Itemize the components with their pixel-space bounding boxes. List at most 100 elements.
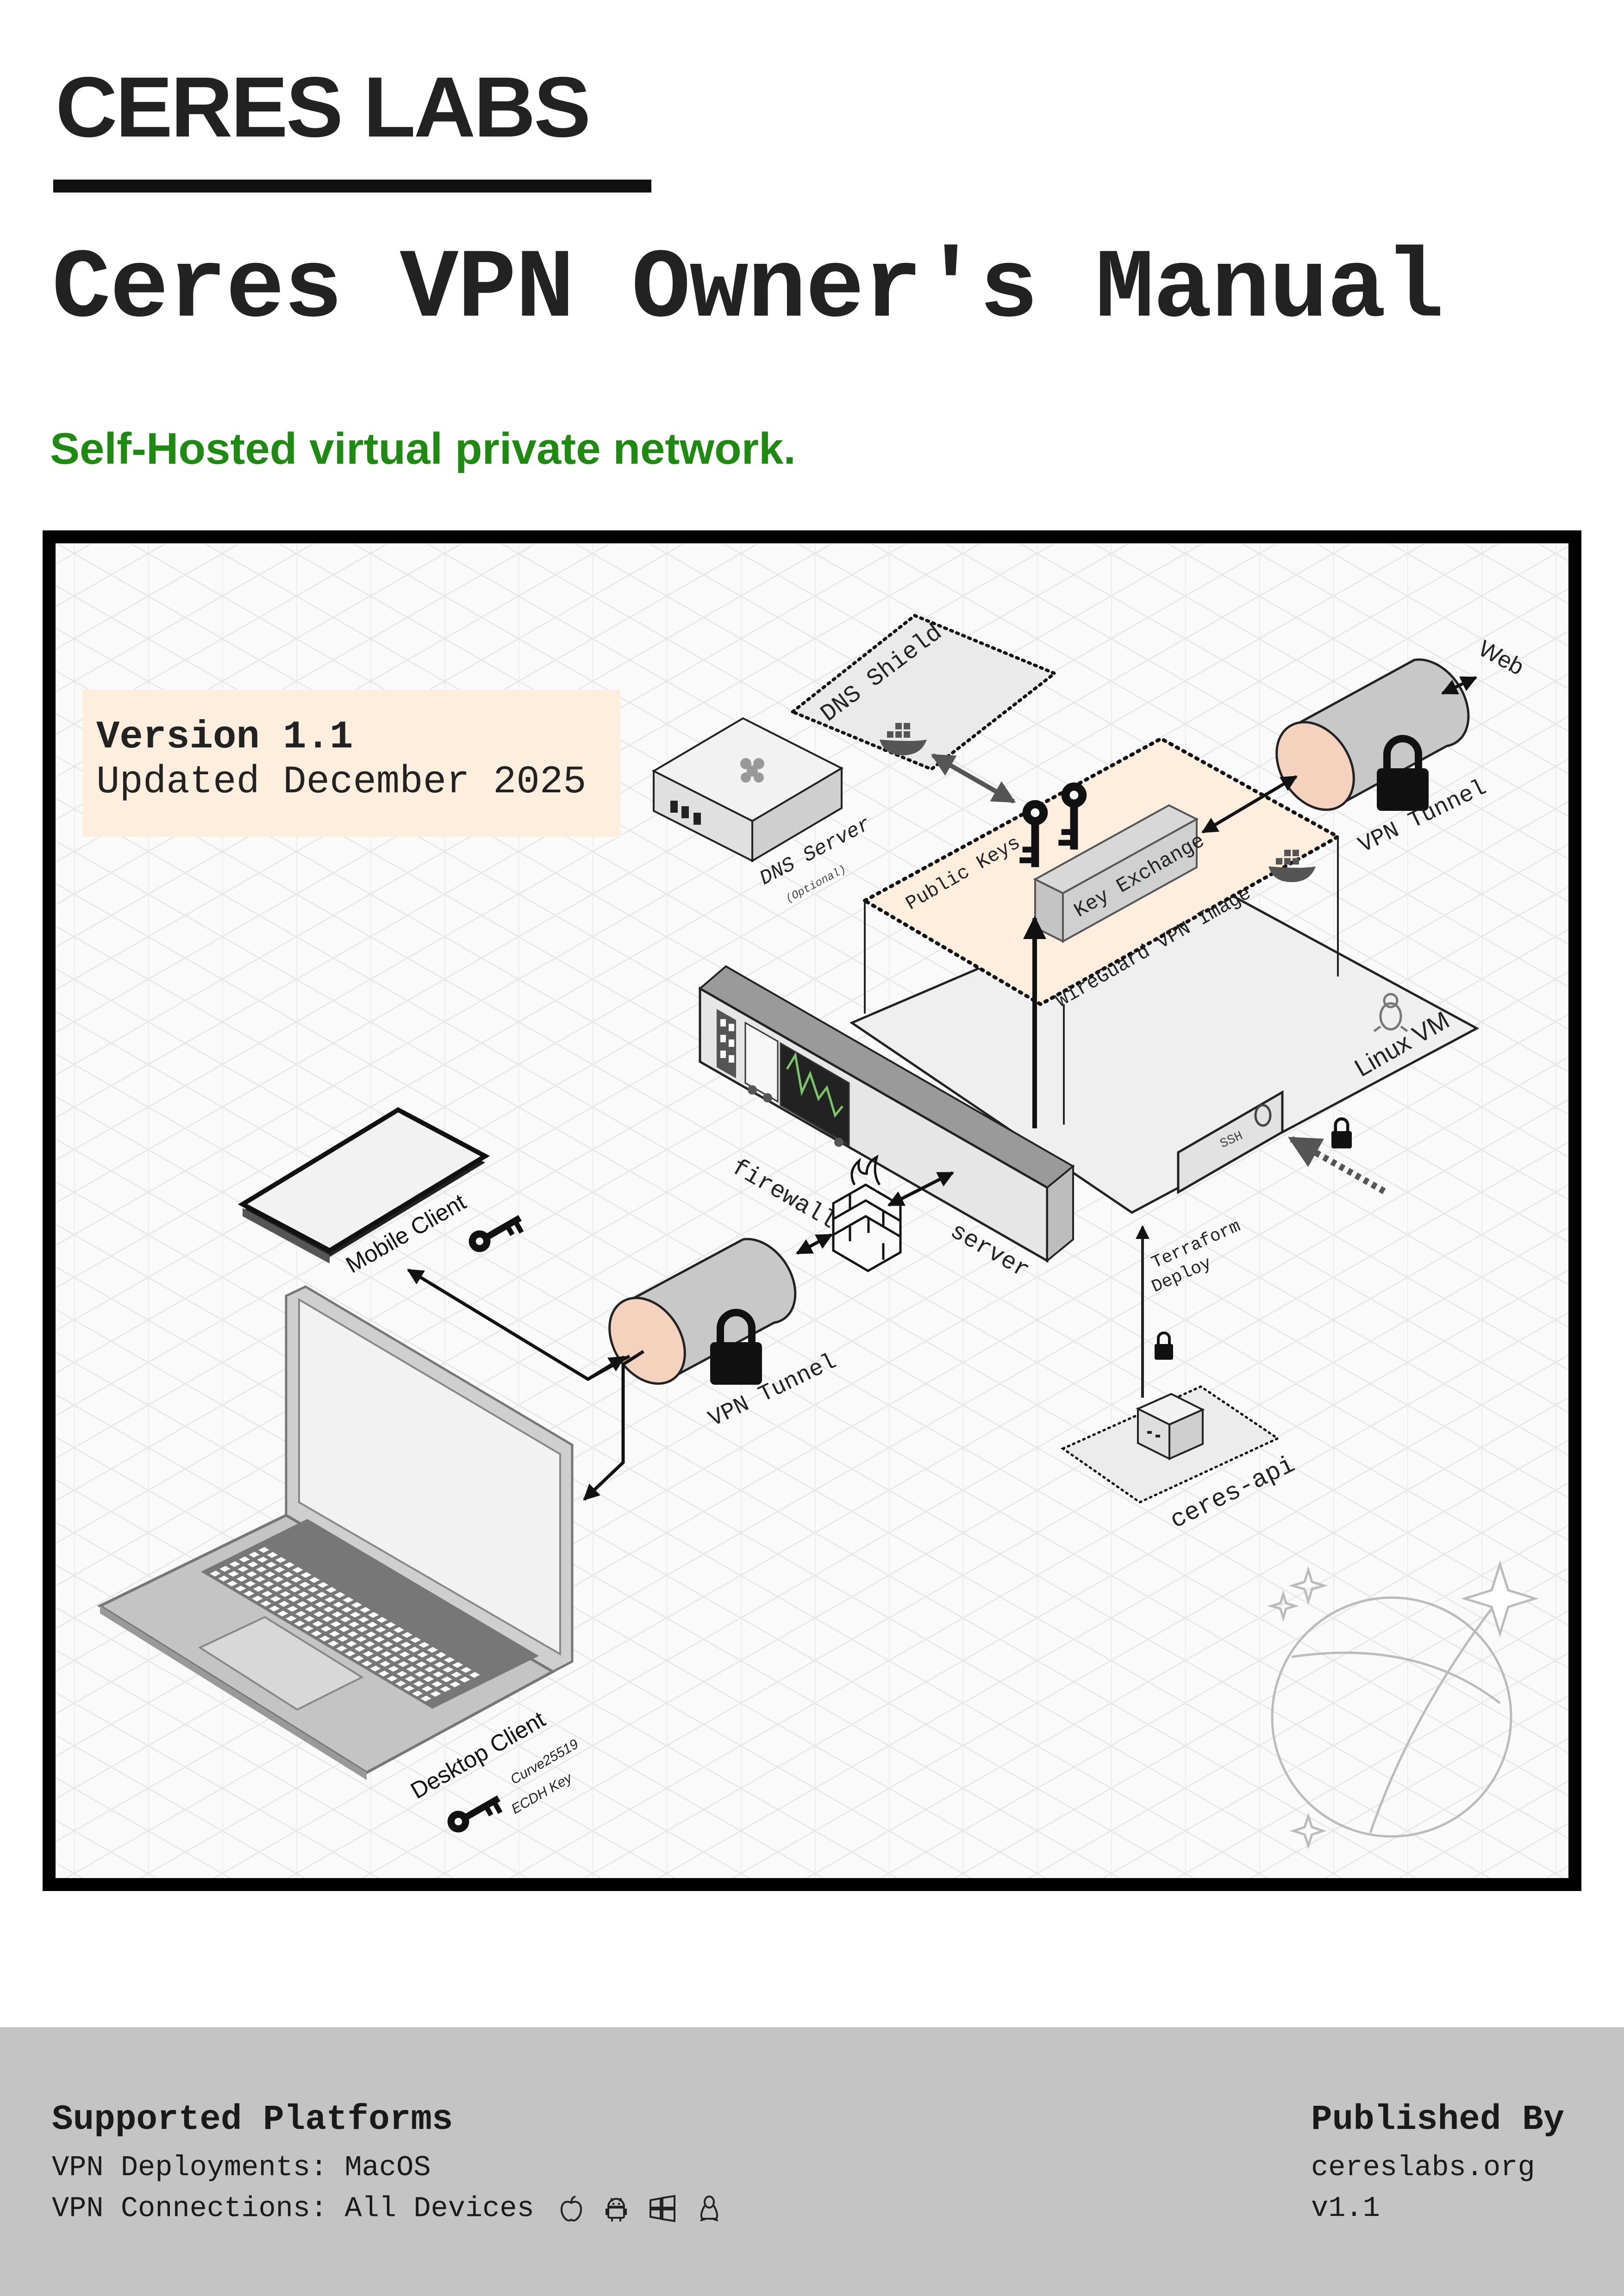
keyboard-key [284,1604,301,1613]
key-exchange-tunnel-arrow [1201,775,1298,834]
keyboard-key [437,1684,454,1694]
keyboard-key [225,1569,242,1579]
keyboard-key [326,1629,343,1638]
keyboard-key [253,1565,270,1574]
ssh-port: SSH [1177,1090,1284,1195]
keyboard-key [275,1599,293,1609]
keyboard-key [249,1594,266,1603]
keyboard-key [306,1575,323,1585]
brand-name: CERES LABS [56,60,591,155]
keyboard-key [384,1674,401,1683]
keyboard [201,1519,539,1709]
keyboard-key [287,1575,305,1584]
document-title: Ceres VPN Owner's Manual [52,234,1444,345]
keyboard-key [282,1614,300,1623]
firewall-wall-icon [832,1154,902,1272]
keyboard-key [330,1600,347,1609]
keyboard-key [260,1580,277,1589]
keyboard-key [413,1660,430,1669]
dns-shield-keys-arrow [931,753,1016,804]
brand-underline [53,180,651,193]
keyboard-key [226,1559,244,1569]
updated-label: Updated December 2025 [96,760,587,804]
keyboard-key [339,1595,357,1605]
keyboard-key [269,1574,287,1584]
keyboard-key [362,1630,380,1639]
keyboard-key [456,1675,474,1684]
keyboard-key [258,1589,276,1599]
keyboard-key [381,1620,399,1630]
keyboard-key [334,1634,351,1643]
keyboard-key [420,1674,437,1684]
keyboard-key [368,1654,385,1663]
keyboard-key [289,1565,306,1574]
keyboard-key [323,1585,340,1595]
keyboard-key [331,1590,348,1599]
network-diagram: DNS Shield DNS Server (Optional) [56,543,1568,1878]
keyboard-key [361,1639,378,1649]
keyboard-key [266,1604,283,1613]
keyboard-key [344,1630,361,1639]
tagline: Self-Hosted virtual private network. [50,424,796,473]
raspberry-pi-icon [740,758,764,783]
keyboard-key [404,1655,422,1664]
keyboard-key [309,1619,326,1629]
keyboard-key [438,1674,455,1684]
keyboard-key [278,1580,295,1589]
mobile-tunnel-arrow [587,1356,625,1381]
keyboard-key [336,1624,353,1634]
keyboard-key [320,1605,337,1614]
keyboard-key [333,1644,350,1653]
keyboard-key [277,1589,294,1599]
keyboard-key [314,1580,331,1590]
keyboard-key [410,1679,427,1688]
keyboard-key [358,1659,375,1668]
keyboard-key [297,1570,315,1580]
firewall-server-arrow [887,1171,955,1207]
keyboard-key [375,1669,393,1678]
keyboard-key [287,1585,304,1594]
keyboard-key [316,1634,333,1643]
keyboard-key [268,1584,286,1594]
keyboard-key [386,1655,403,1664]
connections-line: VPN Connections: All Devices [52,2188,725,2229]
network-diagram-frame: DNS Shield DNS Server (Optional) [43,530,1581,1891]
keyboard-key [387,1645,405,1654]
keyboard-key [417,1694,435,1703]
keyboard-key [424,1645,441,1655]
keyboard-key [441,1655,458,1665]
keyboard-key [281,1560,298,1570]
android-icon [606,2197,627,2221]
keyboard-key [245,1550,263,1559]
keyboard-key [371,1635,388,1644]
keyboard-key [423,1655,440,1664]
keyboard-key [448,1670,465,1680]
tunnel-desktop-arrow [583,1350,644,1501]
keyboard-key [240,1589,257,1598]
tunnel-firewall-arrow [795,1233,833,1255]
published-by: Published By cereslabs.org v1.1 [1311,2099,1564,2229]
keyboard-key [354,1624,371,1634]
keyboard-key [233,1574,250,1584]
keyboard-key [418,1684,436,1693]
keyboard-key [327,1619,344,1629]
footer: Supported Platforms VPN Deployments: Mac… [0,2027,1624,2296]
platform-icons [559,2188,725,2229]
keyboard-key [350,1654,367,1663]
keyboard-key [376,1659,394,1668]
keyboard-key [224,1579,241,1588]
publisher-site[interactable]: cereslabs.org [1311,2151,1535,2184]
keyboard-key [392,1679,409,1688]
keyboard-key [347,1610,364,1619]
keyboard-key [329,1610,346,1619]
keyboard-key [264,1550,281,1560]
keyboard-key [232,1584,249,1593]
keyboard-key [449,1660,466,1670]
keyboard-key [343,1639,360,1649]
keyboard-key [236,1555,253,1564]
keyboard-key [274,1609,291,1618]
keyboard-key [250,1584,267,1593]
keyboard-key [397,1640,414,1649]
keyboard-key [251,1574,269,1584]
keyboard-key [400,1684,418,1693]
